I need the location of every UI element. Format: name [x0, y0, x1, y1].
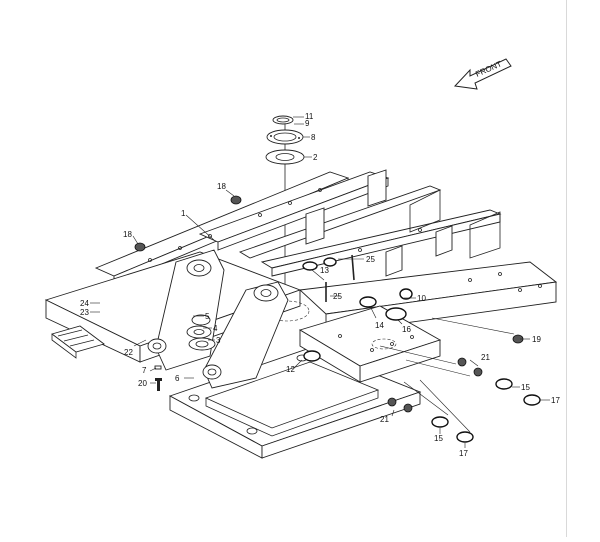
callout-labels: 11 9 8 2 18 1 18 25 13 25 10 24 23 5 4 3… — [80, 112, 560, 458]
callout-16: 16 — [402, 325, 411, 334]
callout-5: 5 — [205, 312, 210, 321]
callout-25-upper: 25 — [366, 255, 375, 264]
front-direction-arrow: FRONT — [453, 58, 512, 90]
callout-19: 19 — [532, 335, 541, 344]
callout-3: 3 — [216, 336, 221, 345]
callout-1: 1 — [181, 209, 186, 218]
callout-21-right: 21 — [481, 353, 490, 362]
grommets — [134, 195, 541, 443]
callout-2: 2 — [313, 153, 318, 162]
callout-20: 20 — [138, 379, 147, 388]
callout-4: 4 — [213, 324, 218, 333]
callout-10: 10 — [417, 294, 426, 303]
callout-18-top: 18 — [217, 182, 226, 191]
bolt-and-washer — [154, 365, 162, 391]
page-edge-rule — [566, 0, 567, 537]
callout-14: 14 — [375, 321, 384, 330]
frame-bolt-holes — [148, 188, 542, 292]
callout-21-bottom: 21 — [380, 415, 389, 424]
callout-24: 24 — [80, 299, 89, 308]
callout-15-right: 15 — [521, 383, 530, 392]
boom-mount-bracket — [147, 249, 289, 389]
callout-13: 13 — [320, 266, 329, 275]
callout-8: 8 — [311, 133, 316, 142]
callout-25-lower: 25 — [333, 292, 342, 301]
callout-22: 22 — [124, 348, 133, 357]
callout-9: 9 — [305, 119, 310, 128]
callout-23: 23 — [80, 308, 89, 317]
callout-17-bottom: 17 — [459, 449, 468, 458]
callout-6: 6 — [175, 374, 180, 383]
callout-12: 12 — [286, 365, 295, 374]
callout-18-left: 18 — [123, 230, 132, 239]
swing-bearing-plates — [265, 115, 305, 310]
callout-17-right: 17 — [551, 396, 560, 405]
callout-11: 11 — [305, 112, 314, 121]
callout-15-bottom: 15 — [434, 434, 443, 443]
callout-leaders — [90, 116, 550, 448]
callout-7: 7 — [142, 366, 147, 375]
